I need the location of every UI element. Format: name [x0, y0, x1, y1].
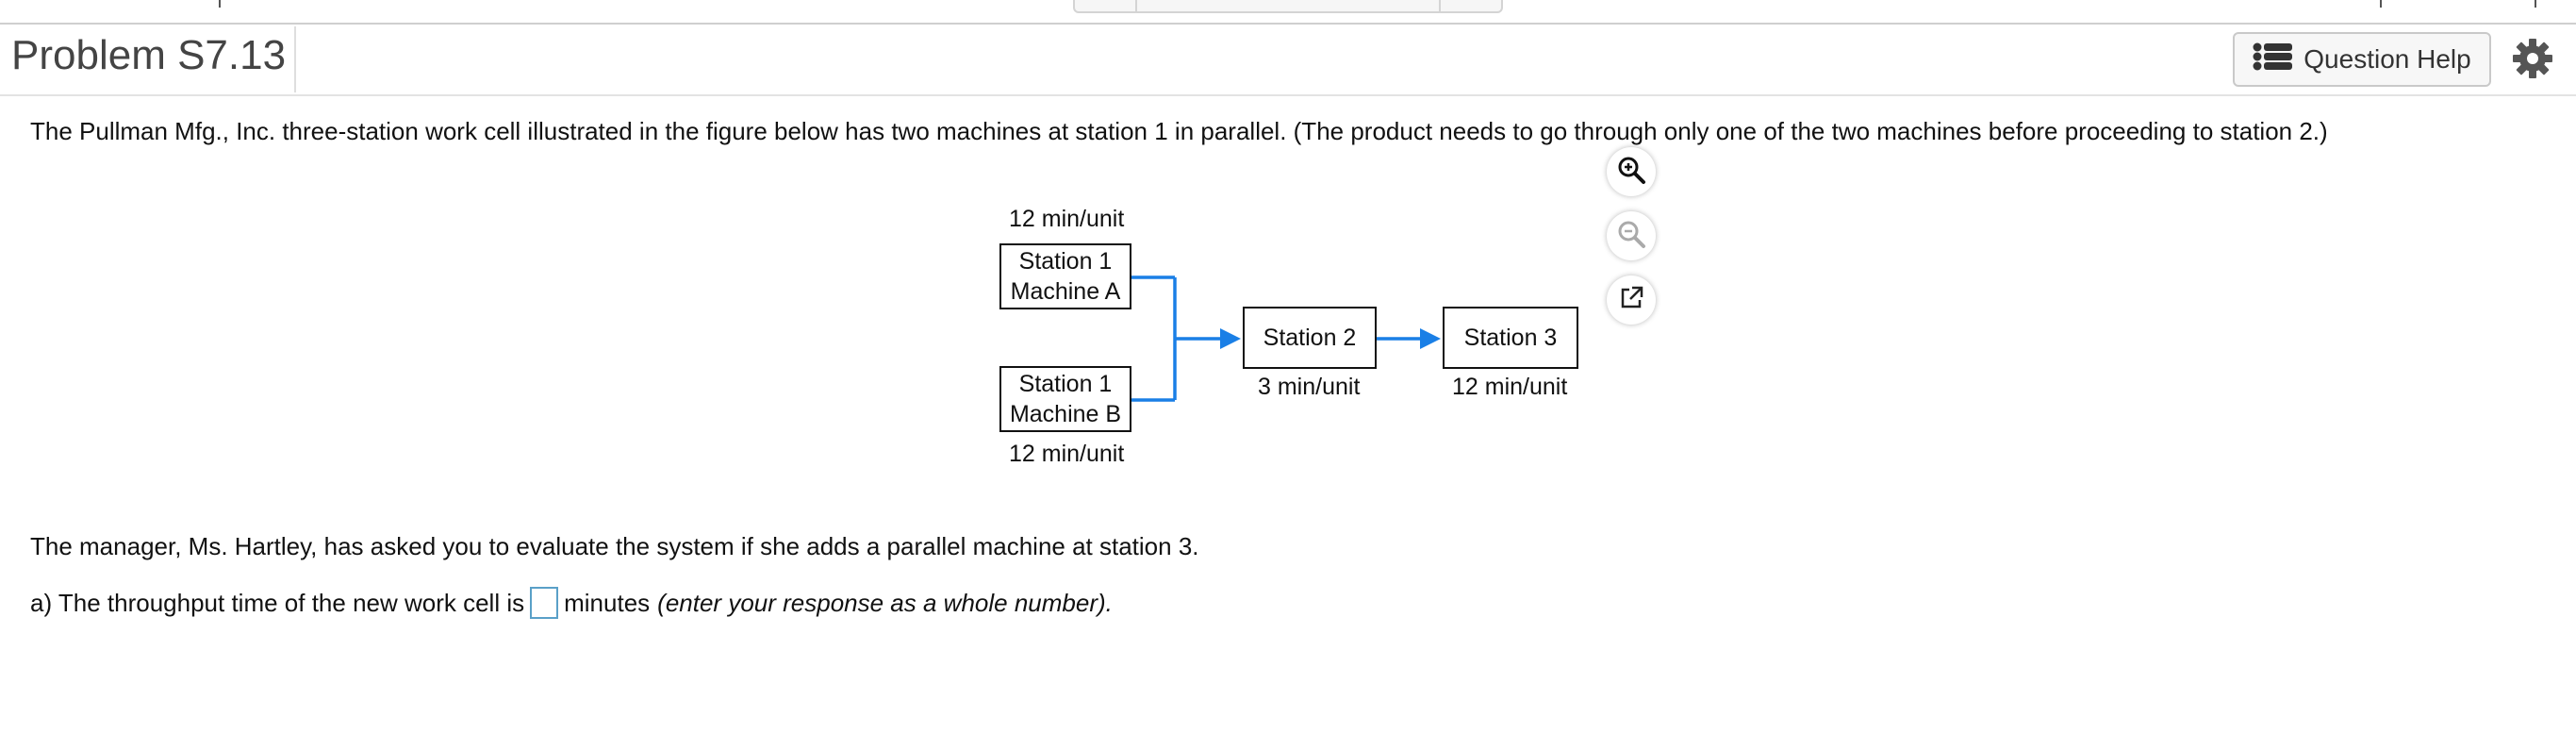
station3-rate: 12 min/unit	[1452, 374, 1568, 400]
page-title: Problem S7.13	[11, 32, 287, 78]
popout-button[interactable]	[1607, 275, 1656, 325]
machine-a-line1: Station 1	[1018, 248, 1113, 275]
zoom-in-icon	[1616, 155, 1646, 190]
top-strip	[0, 0, 2576, 25]
top-tick	[2380, 0, 2382, 8]
list-icon	[2253, 42, 2294, 77]
top-tick	[2535, 0, 2536, 8]
throughput-answer-input[interactable]	[530, 587, 559, 619]
title-divider	[294, 26, 296, 92]
popout-icon	[1618, 285, 1644, 316]
question-suffix: minutes	[564, 588, 651, 617]
machine-b-line2: Machine B	[1009, 401, 1122, 427]
station3-label: Station 3	[1463, 325, 1558, 351]
question-help-label: Question Help	[2304, 44, 2471, 74]
machine-a-line2: Machine A	[1010, 278, 1121, 305]
top-tick	[219, 0, 221, 8]
question-help-button[interactable]: Question Help	[2233, 32, 2491, 87]
station2-rate: 3 min/unit	[1258, 374, 1361, 400]
machine-a-rate: 12 min/unit	[1009, 206, 1125, 232]
work-cell-diagram: 12 min/unit Station 1 Machine A Station …	[981, 198, 1641, 481]
zoom-out-icon	[1616, 219, 1646, 254]
machine-b-rate: 12 min/unit	[1009, 441, 1125, 467]
station2-label: Station 2	[1263, 325, 1357, 351]
station1-machine-b-box: Station 1 Machine B	[999, 366, 1131, 432]
station2-box: Station 2	[1243, 307, 1377, 369]
machine-b-line1: Station 1	[1018, 371, 1113, 397]
question-nav-bar[interactable]	[1073, 0, 1503, 13]
problem-intro: The Pullman Mfg., Inc. three-station wor…	[30, 117, 2328, 145]
zoom-in-button[interactable]	[1607, 147, 1656, 196]
connector-lines	[1131, 275, 1441, 402]
zoom-out-button[interactable]	[1607, 211, 1656, 260]
gear-icon[interactable]	[2512, 38, 2553, 79]
station1-machine-a-box: Station 1 Machine A	[999, 243, 1131, 309]
station3-box: Station 3	[1443, 307, 1578, 369]
problem-header	[0, 25, 2576, 96]
manager-text: The manager, Ms. Hartley, has asked you …	[30, 532, 1199, 560]
answer-line: a) The throughput time of the new work c…	[30, 587, 1113, 619]
question-hint: (enter your response as a whole number).	[657, 588, 1113, 617]
question-prefix: a) The throughput time of the new work c…	[30, 588, 525, 617]
